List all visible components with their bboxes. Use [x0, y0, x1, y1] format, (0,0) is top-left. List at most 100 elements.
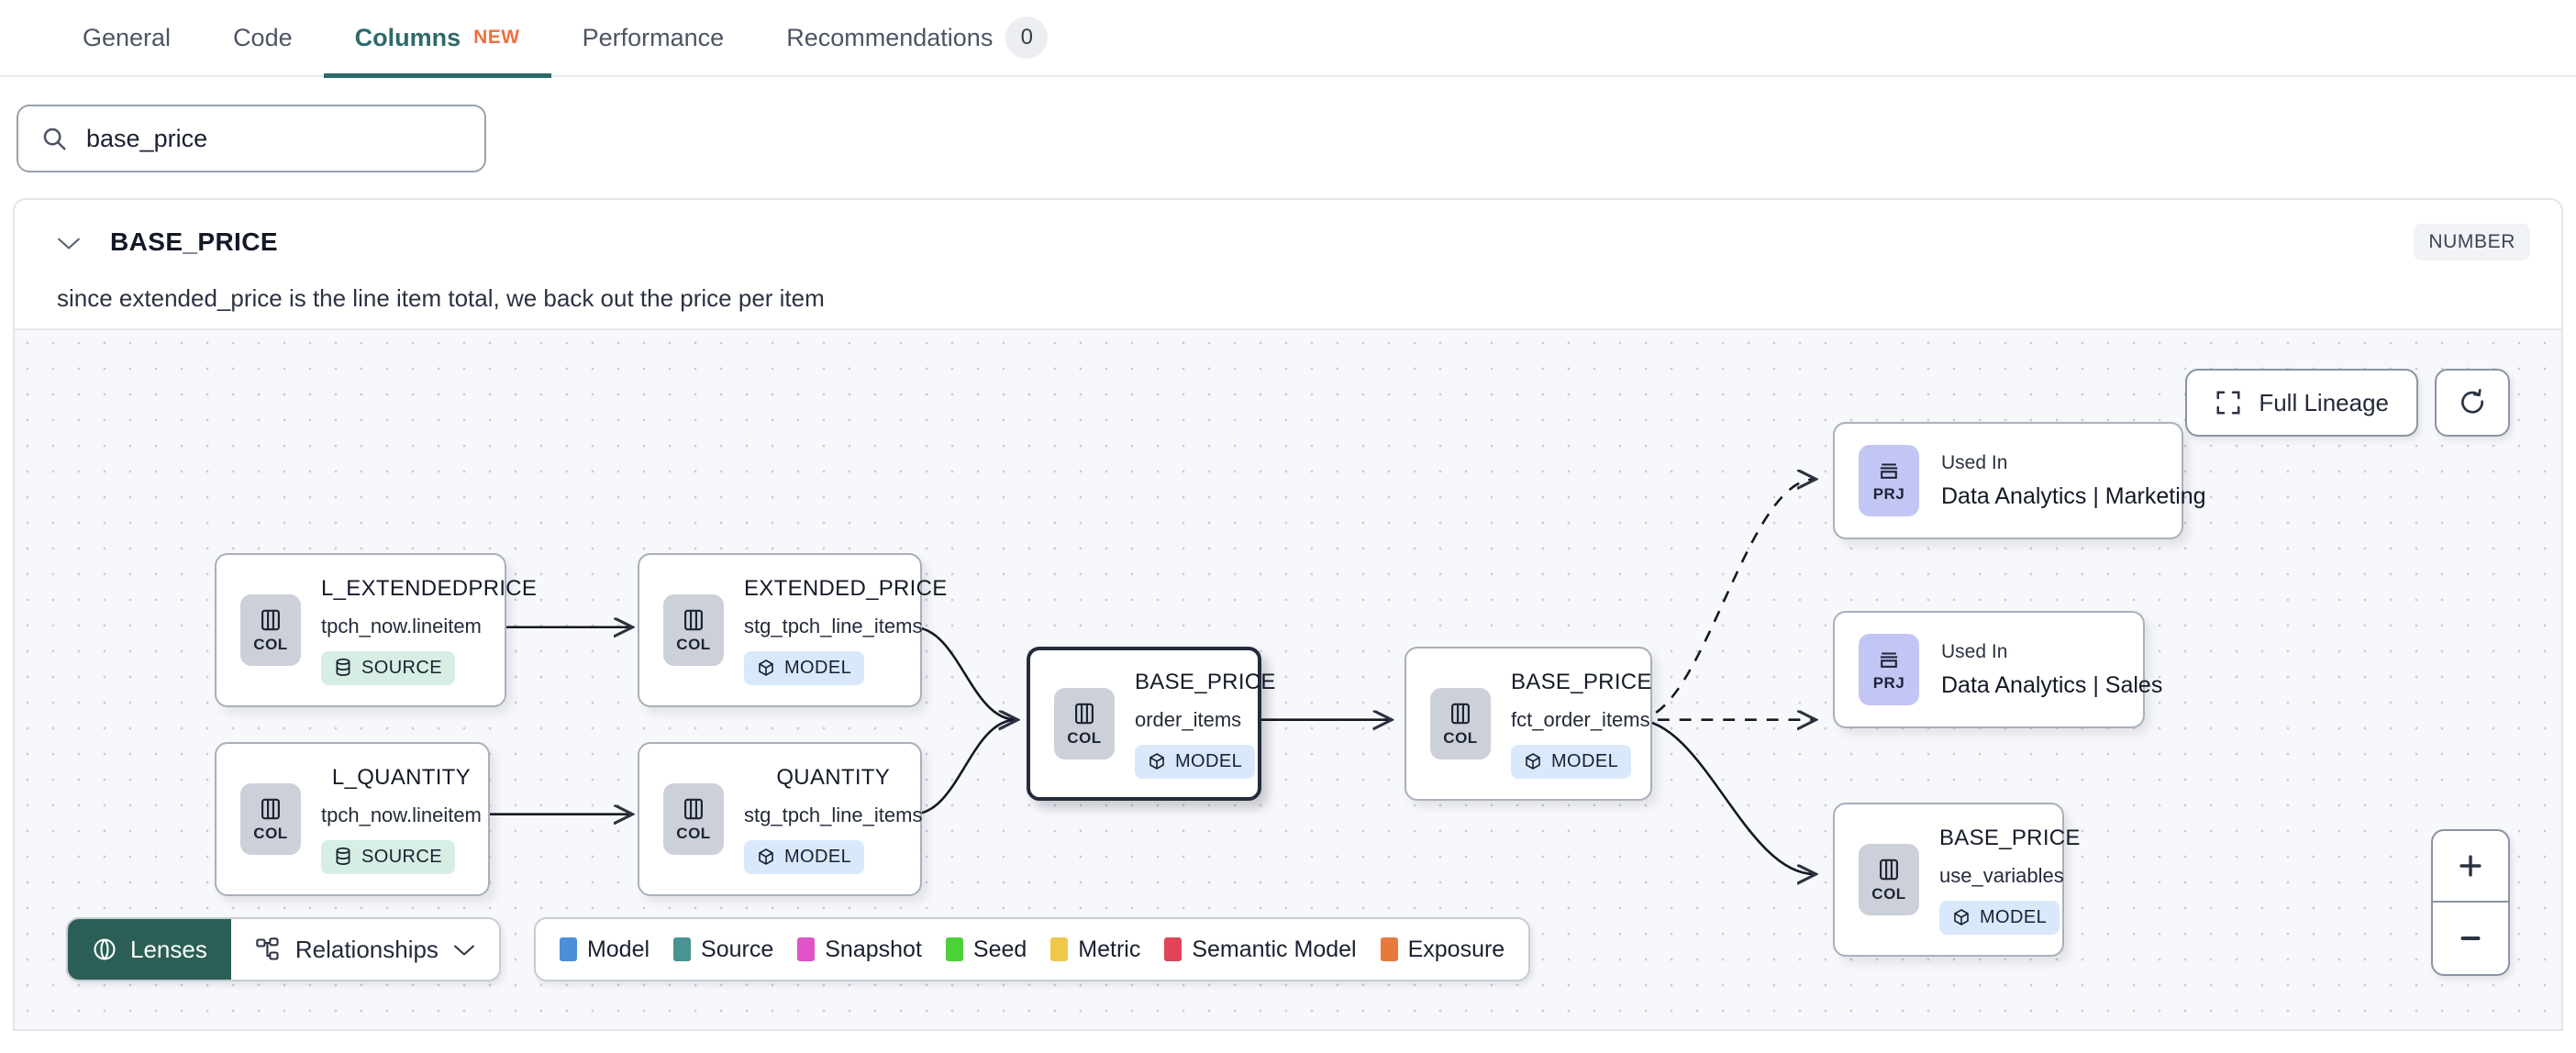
node-name: Data Analytics | Marketing — [1941, 482, 2206, 509]
col-icon: COL — [663, 783, 724, 855]
node-tag: SOURCE — [321, 650, 455, 685]
legend-item: Exposure — [1380, 936, 1505, 963]
col-icon: COL — [1430, 688, 1491, 759]
zoom-in-button[interactable] — [2433, 831, 2508, 903]
full-lineage-button[interactable]: Full Lineage — [2185, 369, 2418, 437]
archive-icon — [1880, 462, 1898, 479]
legend-label: Source — [701, 936, 774, 962]
chevron-down-icon[interactable] — [57, 230, 81, 254]
lineage-legend: Model Source Snapshot Seed Metric Semant… — [533, 917, 1531, 981]
lineage-node[interactable]: COL EXTENDED_PRICE stg_tpch_line_items M… — [638, 553, 947, 707]
column-detail-panel: BASE_PRICE NUMBER since extended_price i… — [13, 198, 2563, 1031]
recommendations-count-badge: 0 — [1005, 17, 1049, 59]
node-tag-label: MODEL — [1175, 750, 1243, 771]
cube-icon — [1526, 753, 1540, 770]
column-description: since extended_price is the line item to… — [57, 284, 825, 312]
node-subtitle: fct_order_items — [1511, 707, 1650, 731]
node-subtitle: stg_tpch_line_items — [744, 614, 923, 637]
prj-icon-label: PRJ — [1872, 484, 1905, 503]
lineage-node-selected[interactable]: COL BASE_PRICE order_items MODEL — [1027, 647, 1275, 801]
tab-recommendations-label: Recommendations — [786, 23, 994, 51]
node-tag: SOURCE — [321, 839, 455, 874]
database-icon — [336, 847, 350, 866]
lenses-button[interactable]: Lenses — [68, 919, 231, 980]
edge-n4-n5 — [913, 720, 1016, 815]
legend-item: Metric — [1050, 937, 1140, 963]
tab-columns-label: Columns — [354, 23, 461, 51]
cube-icon — [1954, 909, 1969, 926]
page-title: BASE_PRICE — [110, 227, 278, 256]
lenses-label: Lenses — [130, 935, 207, 963]
col-icon-label: COL — [1067, 728, 1102, 747]
legend-label: Exposure — [1407, 936, 1505, 962]
relationships-label: Relationships — [294, 935, 439, 963]
col-icon-label: COL — [253, 824, 288, 842]
legend-item: Snapshot — [797, 937, 922, 963]
prj-icon: PRJ — [1859, 634, 1919, 705]
lineage-node[interactable]: COL L_EXTENDEDPRICE tpch_now.lineitem SO… — [215, 553, 537, 707]
tab-recommendations[interactable]: Recommendations 0 — [755, 0, 1079, 76]
relationships-nodes-icon — [255, 937, 281, 962]
edge-n6-n7 — [1636, 479, 1815, 722]
node-tag: MODEL — [744, 839, 865, 874]
relationships-button[interactable]: Relationships — [230, 919, 499, 980]
canvas-top-controls: Full Lineage — [2185, 369, 2510, 437]
zoom-controls — [2431, 829, 2510, 976]
legend-label: Seed — [972, 936, 1027, 962]
prj-icon-label: PRJ — [1872, 673, 1905, 692]
col-icon-label: COL — [1871, 884, 1906, 903]
chevron-down-icon — [453, 943, 475, 957]
col-icon: COL — [1859, 844, 1919, 915]
tab-general[interactable]: General — [51, 0, 202, 76]
legend-label: Semantic Model — [1192, 936, 1357, 962]
tab-general-label: General — [83, 23, 172, 51]
legend-swatch-exposure — [1380, 937, 1398, 961]
refresh-button[interactable] — [2435, 369, 2510, 437]
tab-performance[interactable]: Performance — [551, 0, 756, 76]
zoom-out-button[interactable] — [2433, 903, 2508, 974]
legend-swatch-metric — [1050, 937, 1069, 961]
tab-performance-label: Performance — [582, 23, 725, 51]
column-header: BASE_PRICE NUMBER — [15, 200, 2561, 260]
lenses-group: Lenses Relationships — [66, 917, 501, 981]
minus-icon — [2460, 937, 2481, 940]
node-name: BASE_PRICE — [1135, 669, 1276, 694]
lineage-node[interactable]: COL L_QUANTITY tpch_now.lineitem SOURCE — [215, 742, 490, 896]
lineage-canvas[interactable]: COL L_EXTENDEDPRICE tpch_now.lineitem SO… — [15, 328, 2561, 1029]
col-icon: COL — [663, 594, 724, 666]
search-box[interactable] — [17, 105, 486, 172]
col-icon: COL — [240, 594, 301, 666]
lineage-node-project[interactable]: PRJ Used In Data Analytics | Marketing — [1833, 422, 2206, 539]
node-subtitle: use_variables — [1939, 863, 2064, 887]
lineage-node-project[interactable]: PRJ Used In Data Analytics | Sales — [1833, 611, 2162, 728]
node-tag: MODEL — [1939, 900, 2060, 935]
lens-aperture-icon — [92, 937, 117, 962]
legend-swatch-source — [673, 937, 692, 961]
legend-swatch-seed — [945, 937, 963, 961]
search-icon — [40, 125, 68, 152]
col-icon-label: COL — [1443, 728, 1478, 747]
node-kicker: Used In — [1941, 640, 2008, 662]
node-name: EXTENDED_PRICE — [744, 575, 948, 601]
search-input[interactable] — [84, 123, 462, 154]
node-tag: MODEL — [1511, 744, 1632, 779]
expand-corners-icon — [2215, 389, 2242, 416]
node-name: BASE_PRICE — [1511, 669, 1652, 694]
plus-icon — [2459, 855, 2482, 877]
cube-icon — [759, 848, 773, 865]
tab-columns[interactable]: Columns NEW — [323, 0, 551, 78]
node-tag: MODEL — [744, 650, 865, 685]
node-subtitle: tpch_now.lineitem — [321, 614, 482, 637]
database-icon — [336, 658, 350, 677]
canvas-bottom-toolbar: Lenses Relationships Model Source Snapsh… — [66, 917, 1531, 981]
lineage-node[interactable]: COL BASE_PRICE use_variables MODEL — [1833, 803, 2080, 957]
legend-swatch-semantic-model — [1164, 937, 1183, 961]
legend-item: Source — [673, 937, 773, 963]
lineage-node[interactable]: COL QUANTITY stg_tpch_line_items MODEL — [638, 742, 922, 896]
lineage-node[interactable]: COL BASE_PRICE fct_order_items MODEL — [1405, 647, 1652, 801]
archive-icon — [1880, 651, 1898, 668]
node-tag-label: MODEL — [1551, 750, 1619, 771]
cube-icon — [759, 660, 773, 676]
tab-code[interactable]: Code — [202, 0, 324, 76]
tab-code-label: Code — [233, 23, 293, 51]
